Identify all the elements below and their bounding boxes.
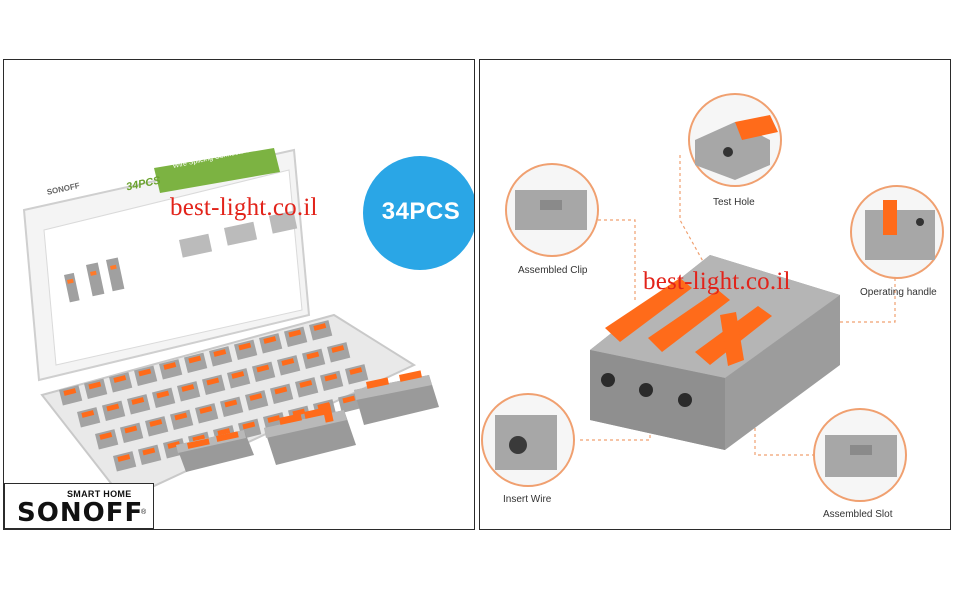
tray-connector-lever xyxy=(263,336,277,344)
callout-operating-handle: Operating handle xyxy=(860,287,937,298)
tray-connector-lever xyxy=(163,362,177,370)
tray-connector-lever xyxy=(274,386,288,395)
tray-connector xyxy=(183,352,208,374)
tray-connector-lever xyxy=(342,395,356,404)
tray-connector xyxy=(145,416,169,437)
tray-connector xyxy=(295,377,319,398)
tray-connector-lever xyxy=(131,397,145,405)
tray-connector xyxy=(102,400,126,422)
logo-registered-mark: ® xyxy=(141,509,147,516)
tray-connector xyxy=(109,372,133,393)
tray-connector-lever xyxy=(106,403,120,412)
watermark: best-light.co.il xyxy=(170,194,318,221)
tray-connector xyxy=(270,383,294,405)
tray-connector xyxy=(194,403,219,424)
tray-connector-lever xyxy=(138,368,152,377)
tray-connector-lever xyxy=(217,428,231,436)
tray-connector xyxy=(77,407,101,428)
tray-connector-lever xyxy=(224,399,238,408)
tray-connector xyxy=(201,374,226,396)
tray-connector-lever xyxy=(242,421,256,430)
tray-connector-lever xyxy=(249,393,263,401)
connector-box-illustration xyxy=(22,148,474,502)
tray-connector-lever xyxy=(88,381,102,390)
tray-connector xyxy=(320,370,344,392)
logo-brand-name: SONOFF xyxy=(17,498,144,528)
tray-connector xyxy=(259,333,283,354)
tray-connector xyxy=(301,348,326,370)
brand-logo: SMART HOME SONOFF ® xyxy=(4,483,154,529)
product-box-image: SONOFF 34PCS Wire Splicing Connectors 34… xyxy=(3,59,475,530)
tray-connector-lever xyxy=(63,388,77,396)
tray-connector-lever xyxy=(324,373,338,382)
tray-connector xyxy=(113,451,137,472)
callout-assembled-slot: Assembled Slot xyxy=(823,509,893,520)
connector-parts-illustration xyxy=(481,93,944,502)
tray-connector xyxy=(84,378,108,400)
count-badge xyxy=(363,156,474,270)
tray-connector xyxy=(134,365,158,387)
tray-connector-lever xyxy=(288,329,302,338)
tray-connector-lever xyxy=(81,410,95,418)
tray-connector xyxy=(169,409,194,431)
tray-connector xyxy=(234,339,258,361)
tray-connector-lever xyxy=(188,355,202,364)
tray-connector-lever xyxy=(299,380,313,388)
tray-connector xyxy=(95,429,119,450)
tray-connector xyxy=(327,342,351,363)
tray-connector-lever xyxy=(281,358,295,366)
tray-connector xyxy=(208,346,233,367)
tray-connector-lever xyxy=(99,432,113,440)
tray-connector xyxy=(252,361,276,383)
tray-connector-lever xyxy=(117,454,131,462)
tray-connector-lever xyxy=(213,349,227,357)
tray-connector xyxy=(276,355,301,376)
tray-connector-lever xyxy=(313,323,327,331)
tray-connector-lever xyxy=(256,364,270,373)
connector-features-diagram: Test Hole Assembled Clip Operating handl… xyxy=(479,59,951,530)
watermark: best-light.co.il xyxy=(643,268,791,295)
tray-connector xyxy=(220,396,244,418)
logo-tagline: SMART HOME xyxy=(67,489,132,499)
tray-connector xyxy=(120,422,144,444)
tray-connector xyxy=(59,385,83,406)
tray-connector-lever xyxy=(113,375,127,383)
tray-connector xyxy=(344,364,369,385)
tray-connector xyxy=(284,326,308,348)
callout-test-hole: Test Hole xyxy=(713,197,755,208)
tray-connector-lever xyxy=(167,441,181,449)
tray-connector-lever xyxy=(199,406,213,414)
tray-connector-lever xyxy=(149,419,163,427)
tray-connector-lever xyxy=(174,412,188,421)
tray-connector xyxy=(227,368,251,389)
tray-connector xyxy=(338,392,362,414)
tray-connector-lever xyxy=(206,377,220,386)
callout-assembled-clip: Assembled Clip xyxy=(518,265,588,276)
tray-connector-lever xyxy=(192,434,206,443)
tray-connector xyxy=(127,394,151,415)
tray-connector-lever xyxy=(181,384,195,392)
tray-connector-lever xyxy=(231,371,245,379)
tray-connector-lever xyxy=(306,351,320,360)
tray-connector xyxy=(138,444,162,466)
tray-connector xyxy=(176,381,201,402)
callout-insert-wire: Insert Wire xyxy=(503,494,552,505)
tray-connector-lever xyxy=(267,415,281,423)
count-badge-text: 34PCS xyxy=(381,198,461,225)
tray-connector xyxy=(152,387,176,409)
tray-connector-lever xyxy=(292,408,306,417)
tray-connector xyxy=(159,359,183,380)
tray-connector-lever xyxy=(349,367,363,375)
tray-connector-lever xyxy=(238,342,252,351)
tray-connector-lever xyxy=(124,425,138,434)
tray-connector xyxy=(245,390,269,411)
tray-connector-lever xyxy=(331,345,345,353)
tray-connector xyxy=(309,320,333,341)
tray-connector-lever xyxy=(156,390,170,399)
tray-connector-lever xyxy=(142,447,156,456)
